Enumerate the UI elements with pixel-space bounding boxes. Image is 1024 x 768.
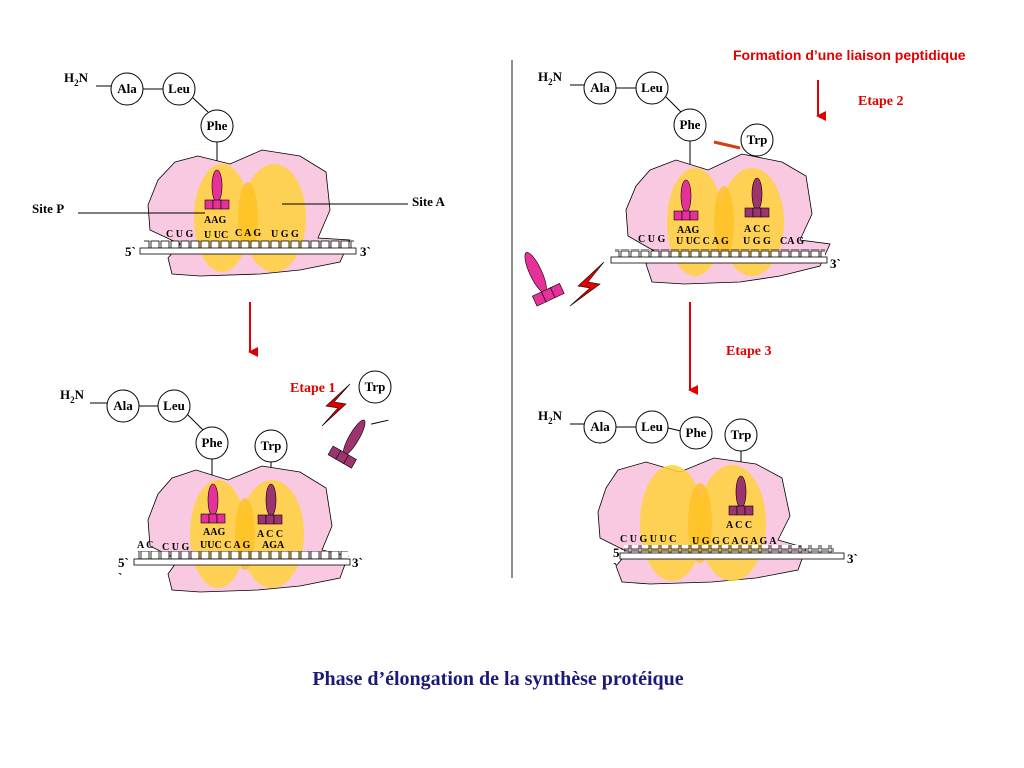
svg-text:AAG: AAG (677, 225, 699, 236)
svg-text:3`: 3` (830, 256, 841, 271)
svg-text:Ala: Ala (590, 80, 610, 95)
svg-text:H2N: H2N (60, 387, 85, 405)
svg-text:C U G U U C: C U G U U C (620, 534, 676, 545)
svg-text:3`: 3` (360, 244, 371, 259)
mrna-strand (144, 240, 354, 248)
svg-text:C U G: C U G (162, 542, 189, 553)
svg-text:U G G: U G G (743, 236, 771, 247)
svg-text:U UC: U UC (204, 230, 228, 241)
trna-trp (257, 483, 283, 525)
svg-text:Trp: Trp (747, 132, 768, 147)
svg-text:A C C: A C C (744, 224, 770, 235)
amino-acid-phe: Phe (673, 108, 707, 142)
panel-3: Formation d’une liaison peptidique Etape… (524, 47, 966, 395)
amino-acid-phe: Phe (200, 109, 234, 143)
svg-text:AAG: AAG (203, 527, 225, 538)
incoming-trna-trp (327, 419, 389, 469)
amino-acid-leu: Leu (157, 389, 191, 423)
amino-acid-leu: Leu (162, 72, 196, 106)
lightning-icon (321, 383, 351, 427)
svg-text:UUC C A G: UUC C A G (200, 540, 251, 551)
page-title: Phase d’élongation de la synthèse protéi… (312, 668, 683, 690)
amino-acid-ala: Ala (583, 410, 617, 444)
trna-phe (200, 483, 226, 524)
svg-text:Phe: Phe (680, 117, 701, 132)
svg-text:5`: 5` (118, 555, 129, 570)
svg-text:A C: A C (137, 540, 153, 551)
svg-text:U G G: U G G (271, 229, 299, 240)
svg-text:Ala: Ala (117, 81, 137, 96)
departing-trna-phe (524, 252, 565, 307)
amino-acid-phe: Phe (195, 426, 229, 460)
amino-acid-ala: Ala (110, 72, 144, 106)
etape-3-label: Etape 3 (726, 344, 772, 359)
amino-acid-ala: Ala (583, 71, 617, 105)
amino-acid-leu: Leu (635, 71, 669, 105)
svg-text:AAG: AAG (204, 215, 226, 226)
svg-text:Leu: Leu (163, 398, 185, 413)
amino-acid-trp: Trp (724, 418, 758, 452)
trna-phe (673, 179, 699, 221)
svg-text:Ala: Ala (113, 398, 133, 413)
svg-text:AGA: AGA (262, 540, 285, 551)
svg-text:C A G: C A G (235, 228, 261, 239)
svg-text:U G G C A G A G A: U G G C A G A G A (692, 536, 777, 547)
panel-1: H2N Ala Leu Phe AAG Site P Site A C U G … (32, 70, 445, 277)
amino-acid-leu: Leu (635, 410, 669, 444)
trna-trp (728, 475, 754, 516)
svg-text:5`: 5` (125, 244, 136, 259)
svg-text:Leu: Leu (168, 81, 190, 96)
mrna-strand (624, 545, 834, 553)
etape-1-label: Etape 1 (290, 381, 336, 396)
mrna-strand (138, 551, 348, 559)
header-right: Formation d’une liaison peptidique (733, 47, 966, 63)
svg-text:3`: 3` (847, 551, 858, 566)
svg-text:Phe: Phe (202, 435, 223, 450)
svg-text:`: ` (118, 570, 122, 585)
lightning-icon (569, 261, 605, 307)
svg-text:Leu: Leu (641, 80, 663, 95)
h2n-label: H2N (64, 70, 89, 88)
svg-text:`: ` (613, 560, 617, 575)
svg-text:A C C: A C C (726, 520, 752, 531)
svg-text:A C C: A C C (257, 529, 283, 540)
svg-text:H2N: H2N (538, 69, 563, 87)
svg-text:Trp: Trp (365, 379, 386, 394)
svg-text:H2N: H2N (538, 408, 563, 426)
trna-phe (204, 169, 230, 210)
mrna-strand (615, 249, 825, 257)
svg-text:Phe: Phe (207, 118, 228, 133)
amino-acid-trp: Trp (358, 370, 392, 404)
etape-2-label: Etape 2 (858, 94, 904, 109)
svg-text:CA G: CA G (780, 236, 804, 247)
site-p-label: Site P (32, 201, 64, 216)
svg-text:Leu: Leu (641, 419, 663, 434)
svg-text:C U G: C U G (166, 229, 193, 240)
svg-text:C U G: C U G (638, 234, 665, 245)
svg-text:Trp: Trp (261, 438, 282, 453)
panel-2: H2N Ala Leu Phe Trp AAG A C C A C C U G (60, 370, 392, 593)
svg-text:3`: 3` (352, 555, 363, 570)
amino-acid-trp: Trp (254, 429, 288, 463)
panel-4: H2N Ala Leu Phe Trp A C C C U G U U C U … (538, 408, 858, 585)
svg-text:5`: 5` (613, 545, 624, 560)
svg-text:Phe: Phe (686, 425, 707, 440)
svg-text:Ala: Ala (590, 419, 610, 434)
trna-trp (744, 177, 770, 218)
amino-acid-ala: Ala (106, 389, 140, 423)
site-a-label: Site A (412, 194, 445, 209)
svg-text:U UC C A G: U UC C A G (676, 236, 729, 247)
amino-acid-phe: Phe (679, 416, 713, 450)
amino-acid-trp: Trp (740, 123, 774, 157)
svg-text:Trp: Trp (731, 427, 752, 442)
